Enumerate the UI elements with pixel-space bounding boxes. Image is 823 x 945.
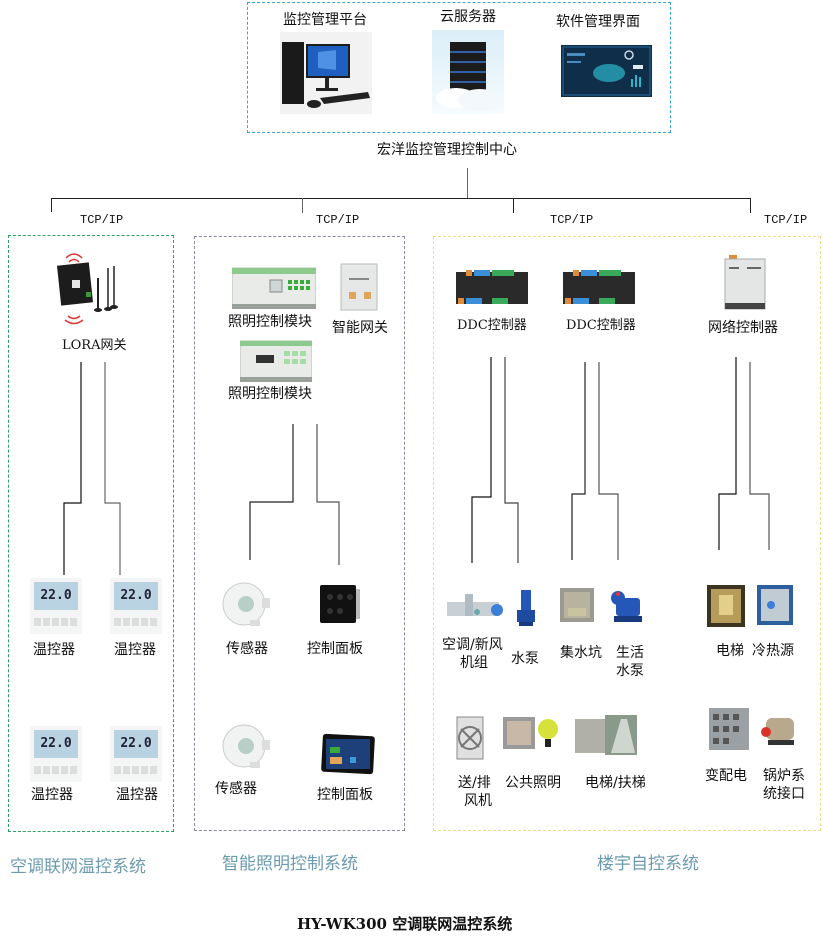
device-label: 空调/新风 (442, 637, 503, 653)
thermostat-buttons (34, 766, 78, 774)
lighting-system-box (194, 236, 405, 831)
device-label: 电梯 (716, 643, 744, 659)
trunk-vertical-line (467, 168, 468, 199)
sensor-label: 传感器 (226, 641, 268, 657)
water-pump-icon (515, 588, 537, 628)
lighting-system-title: 智能照明控制系统 (222, 854, 358, 874)
lighting-module-icon (231, 264, 317, 312)
lighting-module-icon (239, 337, 313, 387)
control-center-caption: 宏洋监控管理控制中心 (377, 142, 517, 158)
device-label: 水泵 (511, 651, 539, 667)
power-distribution-icon (709, 708, 749, 750)
thermostat-label: 温控器 (33, 642, 75, 658)
network-controller-label: 网络控制器 (708, 320, 778, 336)
ddc-controller-icon (456, 268, 528, 308)
lora-gateway-icon (56, 248, 128, 328)
protocol-label: TCP/IP (80, 213, 124, 227)
thermostat-buttons (114, 618, 158, 626)
control-center-item-label: 软件管理界面 (556, 14, 640, 30)
device-label: 公共照明 (505, 775, 561, 791)
thermostat-buttons (114, 766, 158, 774)
control-panel-label: 控制面板 (307, 641, 363, 657)
branch-line (513, 198, 514, 213)
thermostat-screen: 22.0 (114, 582, 158, 610)
exhaust-fan-icon (455, 715, 487, 761)
hvac-system-box (8, 235, 174, 832)
thermostat-icon: 22.0 (110, 578, 162, 634)
sensor-label: 传感器 (215, 781, 257, 797)
ddc-controller-label: DDC控制器 (457, 318, 527, 333)
software-dashboard-icon (561, 45, 652, 97)
thermostat-label: 温控器 (114, 642, 156, 658)
public-lighting-icon (503, 715, 563, 755)
device-label: 生活 (616, 645, 644, 661)
occupancy-sensor-icon (220, 580, 272, 628)
lighting-module-label: 照明控制模块 (228, 386, 312, 402)
thermostat-icon: 22.0 (30, 578, 82, 634)
trunk-horizontal-line (51, 198, 751, 199)
boiler-icon (760, 712, 798, 748)
thermostat-label: 温控器 (31, 787, 73, 803)
control-center-item-label: 监控管理平台 (283, 12, 367, 28)
ddc-controller-icon (563, 268, 635, 308)
lora-gateway-label: LORA网关 (62, 338, 127, 353)
building-system-box (433, 236, 821, 831)
protocol-label: TCP/IP (764, 213, 808, 227)
thermostat-screen: 22.0 (34, 582, 78, 610)
thermostat-icon: 22.0 (110, 726, 162, 782)
smart-gateway-label: 智能网关 (332, 320, 388, 336)
control-panel-icon (318, 583, 360, 625)
device-label: 水泵 (616, 663, 644, 679)
device-label: 冷热源 (752, 643, 794, 659)
branch-line (302, 198, 303, 213)
device-label: 机组 (460, 655, 488, 671)
touch-panel-icon (320, 733, 376, 775)
building-system-title: 楼宇自控系统 (597, 854, 699, 874)
ahu-unit-icon (447, 592, 509, 624)
device-label: 电梯/扶梯 (585, 775, 646, 791)
device-label: 统接口 (763, 786, 805, 802)
chiller-heat-source-icon (757, 585, 793, 625)
sump-pit-icon (560, 588, 594, 622)
network-controller-icon (723, 255, 767, 311)
thermostat-buttons (34, 618, 78, 626)
occupancy-sensor-icon (220, 722, 272, 770)
desktop-pc-icon (280, 32, 372, 114)
thermostat-icon: 22.0 (30, 726, 82, 782)
thermostat-screen: 22.0 (114, 730, 158, 758)
domestic-pump-icon (608, 588, 646, 628)
diagram-footer-title: HY-WK300 空调联网温控系统 (297, 915, 513, 933)
hvac-system-title: 空调联网温控系统 (10, 857, 146, 877)
escalator-icon (575, 715, 637, 755)
protocol-label: TCP/IP (316, 213, 360, 227)
protocol-label: TCP/IP (550, 213, 594, 227)
device-label: 变配电 (705, 768, 747, 784)
control-center-item-label: 云服务器 (440, 9, 496, 25)
control-panel-label: 控制面板 (317, 787, 373, 803)
smart-gateway-icon (339, 262, 379, 312)
device-label: 锅炉系 (763, 768, 805, 784)
thermostat-screen: 22.0 (34, 730, 78, 758)
thermostat-label: 温控器 (116, 787, 158, 803)
branch-line (750, 198, 751, 213)
control-center-box (247, 2, 671, 133)
device-label: 风机 (464, 793, 492, 809)
cloud-server-icon (432, 30, 504, 114)
ddc-controller-label: DDC控制器 (566, 318, 636, 333)
elevator-icon (707, 585, 745, 627)
lighting-module-label: 照明控制模块 (228, 314, 312, 330)
device-label: 送/排 (458, 775, 491, 791)
branch-line (51, 198, 52, 212)
device-label: 集水坑 (560, 645, 602, 661)
